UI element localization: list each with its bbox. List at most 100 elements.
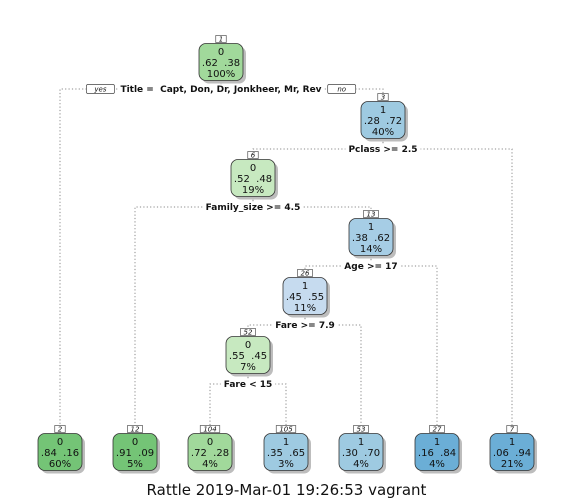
split-label-52: Fare < 15 <box>224 380 273 390</box>
node-probs: .06 .94 <box>493 448 531 459</box>
yes-tag-box <box>86 84 115 94</box>
node-id-box <box>199 425 221 433</box>
split-label-bg <box>117 84 325 97</box>
node-box <box>338 433 384 471</box>
node-class: 1 <box>368 222 374 233</box>
node-box <box>360 101 406 139</box>
node-id: 104 <box>203 425 216 433</box>
node-percent: 3% <box>278 459 294 470</box>
node-class: 1 <box>434 437 440 448</box>
node-box <box>37 433 83 471</box>
node-percent: 60% <box>49 459 71 470</box>
node-id: 52 <box>244 328 253 336</box>
node-id: 1 <box>219 35 223 43</box>
node-probs: .84 .16 <box>41 448 79 459</box>
node-probs: .62 .38 <box>202 58 240 69</box>
no-tag: no <box>327 84 357 94</box>
yes-tag-label: yes <box>93 85 106 93</box>
node-probs: .55 .45 <box>229 351 267 362</box>
edge-13-27 <box>370 255 438 429</box>
node-percent: 11% <box>294 303 316 314</box>
tree-node-53: 531.30 .704% <box>338 425 386 474</box>
node-id-box <box>297 269 313 277</box>
node-id-box <box>127 425 143 433</box>
split-label-1: Title = Capt, Don, Dr, Jonkheer, Mr, Rev <box>120 85 321 95</box>
node-id: 26 <box>301 269 310 277</box>
edges <box>59 80 513 429</box>
split-label-6: Family_size >= 4.5 <box>206 203 301 213</box>
node-class: 1 <box>380 105 386 116</box>
node-probs: .45 .55 <box>286 292 324 303</box>
node-percent: 40% <box>372 127 394 138</box>
node-id-box <box>54 425 66 433</box>
node-probs: .91 .09 <box>116 448 154 459</box>
node-box <box>348 218 394 256</box>
node-id: 13 <box>367 210 376 218</box>
node-id-box <box>215 35 227 43</box>
node-box <box>112 433 158 471</box>
node-class: 0 <box>245 340 251 351</box>
node-class: 1 <box>358 437 364 448</box>
node-class: 0 <box>57 437 63 448</box>
no-tag-box <box>327 84 357 94</box>
edge-6-12 <box>134 196 254 429</box>
yes-tag: yes <box>86 84 115 94</box>
node-class: 1 <box>302 281 308 292</box>
no-tag-label: no <box>337 85 346 93</box>
node-percent: 4% <box>429 459 445 470</box>
node-box <box>263 433 309 471</box>
node-id-box <box>377 93 389 101</box>
node-probs: .16 .84 <box>418 448 456 459</box>
caption: Rattle 2019-Mar-01 19:26:53 vagrant <box>146 481 427 499</box>
node-class: 0 <box>218 47 224 58</box>
node-box <box>414 433 460 471</box>
node-id: 12 <box>131 425 140 433</box>
tree-node-104: 104 0.72 .284% <box>187 425 235 474</box>
split-label-bg <box>341 261 401 274</box>
node-class: 1 <box>283 437 289 448</box>
node-probs: .72 .28 <box>191 448 229 459</box>
node-id-box <box>275 425 297 433</box>
node-id: 53 <box>357 425 366 433</box>
node-class: 0 <box>132 437 138 448</box>
node-id-box <box>429 425 445 433</box>
node-percent: 4% <box>202 459 218 470</box>
node-probs: .28 .72 <box>364 116 402 127</box>
split-label-bg <box>220 379 276 392</box>
node-class: 0 <box>207 437 213 448</box>
node-class: 1 <box>509 437 515 448</box>
tree-node-12: 12 0.91 .095% <box>112 425 160 474</box>
node-id: 105 <box>279 425 293 433</box>
node-id: 2 <box>58 425 63 433</box>
node-box <box>282 277 328 315</box>
node-id-box <box>353 425 369 433</box>
node-id-box <box>240 328 256 336</box>
node-id: 6 <box>251 151 256 159</box>
node-id-box <box>247 151 259 159</box>
node-box <box>187 433 233 471</box>
node-id: 27 <box>433 425 442 433</box>
split-label-bg <box>272 320 338 333</box>
tree-node-52: 520.55 .457% <box>225 328 273 377</box>
node-percent: 19% <box>242 185 264 196</box>
split-label-3: Pclass >= 2.5 <box>348 145 417 155</box>
node-box <box>225 336 271 374</box>
node-box <box>489 433 535 471</box>
node-id: 7 <box>510 425 515 433</box>
node-probs: .38 .62 <box>352 233 390 244</box>
split-labels: Title = Capt, Don, Dr, Jonkheer, Mr, Rev… <box>86 84 421 392</box>
node-class: 0 <box>250 163 256 174</box>
edge-1-2 <box>59 80 222 429</box>
node-id: 3 <box>381 93 385 101</box>
node-id-box <box>506 425 518 433</box>
node-percent: 21% <box>501 459 523 470</box>
node-percent: 5% <box>127 459 143 470</box>
